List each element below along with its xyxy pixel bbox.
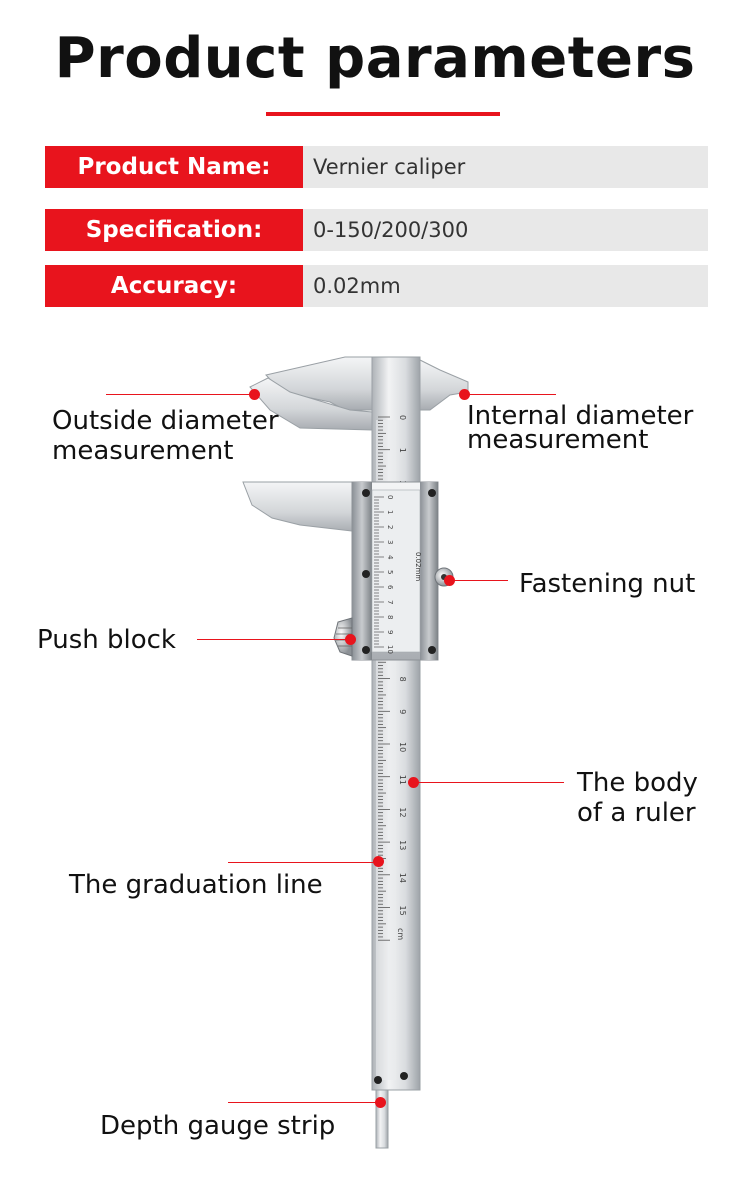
callout-dot-fastening-nut — [444, 575, 455, 586]
main-scale-number: 1 — [398, 448, 407, 453]
vernier-scale-ticks — [374, 496, 384, 648]
callout-text-line: measurement — [52, 436, 234, 466]
callout-line-outside-diameter — [106, 394, 254, 395]
callout-line-graduation — [228, 862, 378, 863]
vernier-scale-numbers: 0 1 2 3 4 5 6 7 8 9 10 — [386, 495, 394, 654]
callout-text-line: measurement — [467, 425, 649, 455]
param-row-product-name: Product Name: Vernier caliper — [45, 146, 708, 188]
param-value: 0-150/200/300 — [303, 209, 708, 251]
callout-dot-depth-gauge — [375, 1097, 386, 1108]
vernier-scale-number: 8 — [386, 615, 394, 619]
main-scale-number: 8 — [398, 677, 407, 682]
vernier-scale-number: 1 — [386, 510, 394, 514]
param-label: Accuracy: — [45, 265, 303, 307]
param-row-specification: Specification: 0-150/200/300 — [45, 209, 708, 251]
param-label: Product Name: — [45, 146, 303, 188]
callout-dot-push-block — [345, 634, 356, 645]
slider-screw — [428, 646, 436, 654]
callout-dot-ruler-body — [408, 777, 419, 788]
callout-text-line: Outside diameter — [52, 406, 279, 436]
callout-label-outside-diameter: Outside diameter measurement — [52, 406, 279, 466]
vernier-scale-number: 4 — [386, 555, 394, 560]
main-scale-number: 15 — [398, 906, 407, 916]
main-scale-number: 0 — [398, 415, 407, 420]
beam-screw — [374, 1076, 382, 1084]
callout-dot-graduation — [373, 856, 384, 867]
callout-label-fastening-nut: Fastening nut — [519, 569, 696, 599]
param-row-accuracy: Accuracy: 0.02mm — [45, 265, 708, 307]
vernier-scale-number: 6 — [386, 585, 394, 590]
fixed-inside-tip — [419, 359, 469, 411]
vernier-precision-label: 0.02mm — [414, 552, 422, 581]
vernier-scale-number: 5 — [386, 570, 394, 574]
callout-label-ruler-body: The body of a ruler — [577, 768, 698, 828]
vernier-scale-number: 2 — [386, 525, 394, 529]
main-scale-unit: cm — [396, 928, 405, 940]
callout-text-line: Internal diameter — [467, 401, 694, 431]
callout-label-internal-diameter: Internal diameter measurement — [467, 401, 694, 455]
callout-text-line: of a ruler — [577, 798, 696, 828]
main-scale-number: 11 — [398, 775, 407, 785]
push-block-knob — [333, 617, 353, 657]
page-title: Product parameters — [54, 26, 696, 91]
slider-right-rail — [420, 482, 438, 660]
vernier-scale-number: 3 — [386, 540, 394, 544]
param-label: Specification: — [45, 209, 303, 251]
callout-line-internal-diameter — [464, 394, 556, 395]
beam-screw — [400, 1072, 408, 1080]
title-underline — [266, 112, 500, 116]
param-value: Vernier caliper — [303, 146, 708, 188]
main-scale-number: 10 — [398, 742, 407, 752]
callout-line-depth-gauge — [228, 1102, 378, 1103]
param-value: 0.02mm — [303, 265, 708, 307]
outside-jaw-lower — [242, 481, 361, 533]
vernier-scale-number: 9 — [386, 630, 394, 634]
vernier-scale-number: 10 — [386, 645, 394, 654]
callout-label-push-block: Push block — [37, 625, 176, 655]
callout-line-ruler-body — [416, 782, 564, 783]
main-scale-number: 9 — [398, 709, 407, 714]
slider-left-rail — [352, 482, 372, 660]
vernier-window — [371, 489, 421, 653]
callout-dot-internal-diameter — [459, 389, 470, 400]
vernier-scale-number: 7 — [386, 600, 394, 604]
slider-screw — [428, 489, 436, 497]
slider-screw — [362, 489, 370, 497]
callout-dot-outside-diameter — [249, 389, 260, 400]
main-scale-number: 14 — [398, 873, 407, 883]
callout-line-fastening-nut — [452, 580, 508, 581]
callout-label-graduation: The graduation line — [69, 870, 323, 900]
main-scale-number: 13 — [398, 840, 407, 850]
callout-text-line: The body — [577, 768, 698, 798]
slider-screw — [362, 570, 370, 578]
callout-line-push-block — [197, 639, 347, 640]
callout-label-depth-gauge: Depth gauge strip — [100, 1111, 336, 1141]
main-scale-number: 12 — [398, 807, 407, 817]
slider-screw — [362, 646, 370, 654]
vernier-scale-number: 0 — [386, 495, 394, 499]
